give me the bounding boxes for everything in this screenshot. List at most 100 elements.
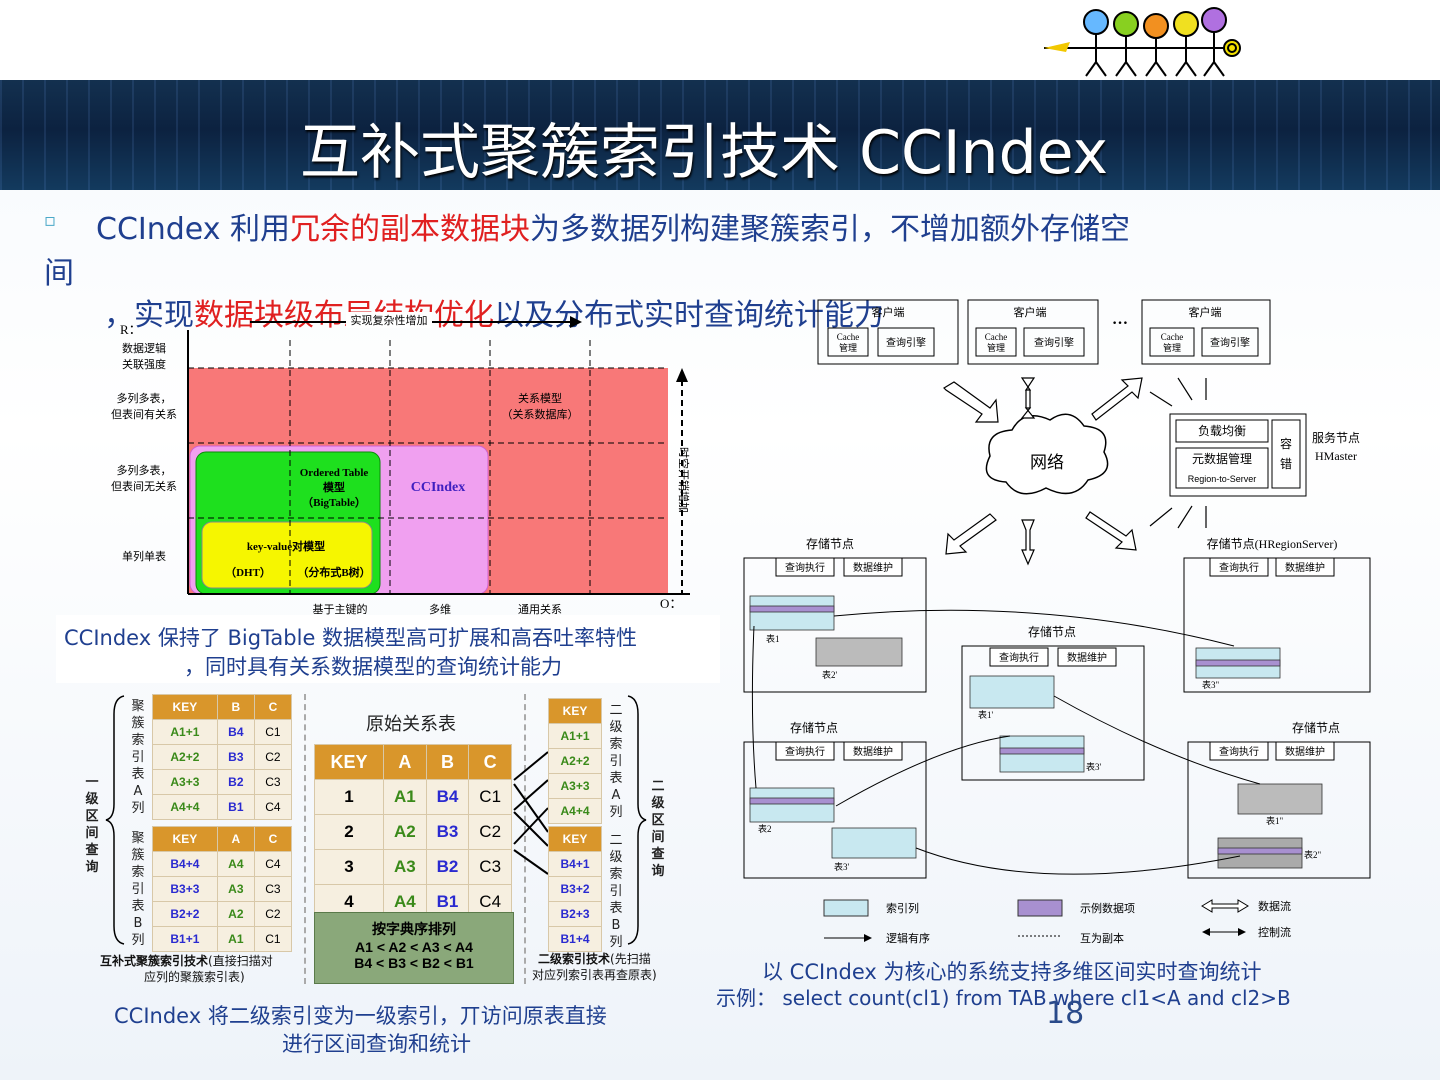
network-storage-arrow-2 (1022, 520, 1034, 564)
client-2-label: 客户端 (1014, 305, 1047, 319)
svg-text:索引列: 索引列 (886, 901, 919, 915)
svg-text:管理: 管理 (1163, 342, 1181, 353)
svg-text:数据维护: 数据维护 (1285, 745, 1325, 758)
svg-text:查询执行: 查询执行 (999, 651, 1039, 664)
secondary-range-query-label: 二级区间查询 (650, 778, 670, 880)
svg-text:控制流: 控制流 (1258, 925, 1291, 939)
svg-text:表2': 表2' (822, 669, 838, 680)
network-storage-arrow-3 (1086, 512, 1136, 550)
top-axis-label: 实现复杂性增加 (351, 313, 428, 327)
svg-text:示例数据项: 示例数据项 (1080, 901, 1135, 915)
client-3-label: 客户端 (1189, 305, 1222, 319)
svg-text:查询引擎: 查询引擎 (1210, 336, 1250, 349)
paragraph-1-wrap: 间 (44, 248, 74, 292)
data-model-chart: 实现复杂性增加 R： 数据逻辑 关联强度 多列多表， 但表间有关系 多列多表， … (100, 300, 700, 620)
x-tick-3: 通用关系 (518, 602, 562, 616)
svg-text:容: 容 (1280, 436, 1292, 451)
right-table-caption-1: 二级索引技术(先扫描 (538, 950, 651, 967)
svg-text:查询执行: 查询执行 (1219, 745, 1259, 758)
ccindex-label: CCIndex (411, 480, 465, 495)
svg-text:表1': 表1' (978, 709, 994, 720)
sort-order-box: 按字典序排列 A1 < A2 < A3 < A4 B4 < B3 < B2 < … (314, 912, 514, 984)
svg-text:存储节点: 存储节点 (1292, 720, 1340, 735)
kv-sub1: （DHT） (225, 566, 271, 579)
svg-text:管理: 管理 (839, 342, 857, 353)
row-label-3: 单列单表 (122, 549, 166, 563)
client-network-arrow-1 (944, 382, 998, 422)
divider-left (304, 694, 306, 984)
svg-text:表1: 表1 (766, 633, 780, 644)
client-network-arrow-3 (1092, 378, 1142, 420)
kv-label: key-value对模型 (247, 539, 325, 553)
right-table-caption-2: 对应列索引表再查原表) (532, 966, 657, 983)
y-title-line2: 关联强度 (122, 357, 166, 371)
x-tick-1: 基于主键的 (313, 602, 368, 616)
svg-text:查询执行: 查询执行 (1219, 561, 1259, 574)
svg-text:表3': 表3' (834, 861, 850, 872)
svg-text:服务节点: 服务节点 (1312, 430, 1360, 445)
row-label-2a: 多列多表， (117, 463, 172, 477)
pointer-arrows-icon (508, 750, 552, 880)
svg-text:互为副本: 互为副本 (1080, 931, 1124, 945)
client-network-arrow-2 (1022, 378, 1034, 418)
svg-text:查询引擎: 查询引擎 (886, 336, 926, 349)
caption-3-line2: 示例： select count(cl1) from TAB where cl1… (716, 982, 1291, 1011)
left-table-caption-2: 应列的聚簇索引表) (144, 968, 245, 985)
svg-text:Cache: Cache (837, 332, 860, 342)
page-number: 18 (1046, 996, 1084, 1031)
caption-1-line1: CCIndex 保持了 BigTable 数据模型高可扩展和高吞吐率特性 (64, 622, 637, 652)
svg-text:查询执行: 查询执行 (785, 745, 825, 758)
svg-text:Cache: Cache (985, 332, 1008, 342)
svg-text:存储节点: 存储节点 (1028, 624, 1076, 639)
svg-text:表2: 表2 (758, 823, 772, 834)
row-label-1a: 多列多表， (117, 391, 172, 405)
svg-text:逻辑有序: 逻辑有序 (886, 931, 930, 945)
svg-text:数据维护: 数据维护 (853, 561, 893, 574)
left-table-caption-1: 互补式聚簇索引技术(直接扫描对 (100, 952, 273, 969)
svg-text:Region-to-Server: Region-to-Server (1188, 474, 1257, 484)
svg-text:错: 错 (1280, 457, 1292, 471)
svg-text:查询引擎: 查询引擎 (1034, 336, 1074, 349)
square-bullet-icon: ▫ (44, 210, 56, 231)
svg-text:表3': 表3' (1086, 761, 1102, 772)
svg-text:Cache: Cache (1161, 332, 1184, 342)
svg-text:表3": 表3" (1202, 679, 1220, 690)
x-axis-label: O： (660, 596, 682, 611)
load-balance-label: 负载均衡 (1198, 424, 1246, 438)
svg-text:HMaster: HMaster (1315, 449, 1357, 463)
row-label-1b: 但表间有关系 (111, 407, 177, 421)
right-brace-icon (626, 694, 648, 946)
people-logo-icon (1040, 2, 1250, 80)
secondary-index-table-b: KEY B4+1 B3+2 B2+3 B1+4 (548, 826, 602, 952)
caption-2-line1: CCIndex 将二级索引变为一级索引，丌访问原表直接 (114, 1000, 607, 1030)
caption-1-line2: ，同时具有关系数据模型的查询统计能力 (184, 651, 562, 681)
svg-text:存储节点: 存储节点 (806, 536, 854, 551)
right-axis-label: 时空开销增加 (677, 447, 691, 513)
svg-text:管理: 管理 (987, 342, 1005, 353)
svg-text:数据维护: 数据维护 (853, 745, 893, 758)
caption-2-line2: 进行区间查询和统计 (282, 1028, 471, 1058)
ordered-label-2: 模型 (323, 480, 345, 494)
relational-label-2: （关系数据库） (502, 407, 579, 421)
svg-text:数据维护: 数据维护 (1285, 561, 1325, 574)
network-label: 网络 (1030, 453, 1064, 472)
kv-sub2: （分布式B树） (297, 565, 370, 579)
metadata-label: 元数据管理 (1192, 451, 1252, 466)
ordered-label-3: （BigTable） (302, 496, 366, 509)
svg-text:数据维护: 数据维护 (1067, 651, 1107, 664)
client-1-label: 客户端 (872, 305, 905, 319)
svg-text:数据流: 数据流 (1258, 899, 1291, 913)
y-axis-label: R： (120, 322, 142, 337)
svg-text:表1": 表1" (1266, 815, 1284, 826)
x-tick-2: 多维 (429, 602, 451, 616)
clients-ellipsis: … (1112, 311, 1128, 328)
paragraph-1: CCIndex 利用冗余的副本数据块为多数据列构建聚簇索引，不增加额外存储空 (96, 204, 1130, 248)
svg-text:查询执行: 查询执行 (785, 561, 825, 574)
svg-text:表2": 表2" (1304, 849, 1322, 860)
